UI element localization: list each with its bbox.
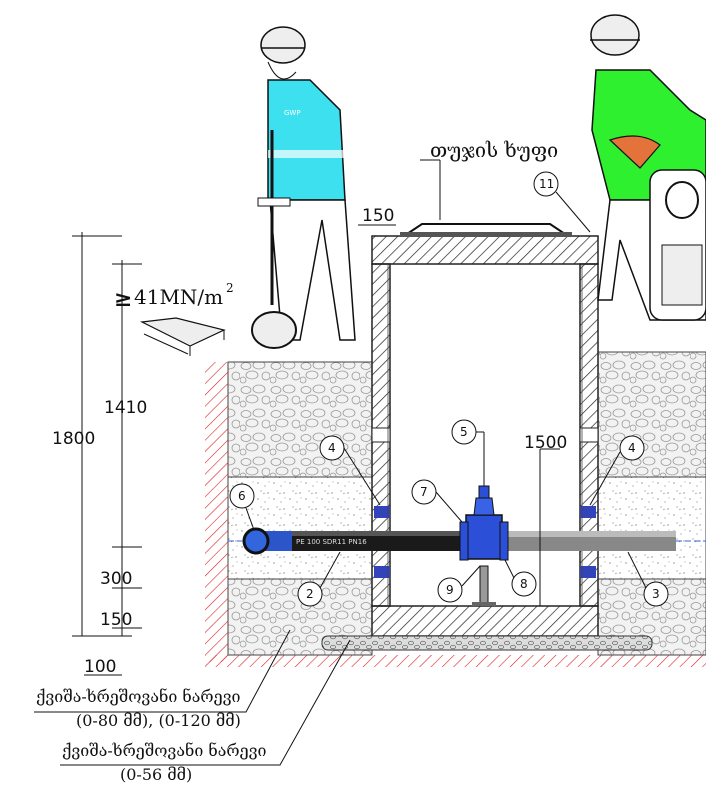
vest-right	[591, 69, 706, 201]
callout-4-left: 4	[328, 441, 336, 455]
material-1-grading: (0-80 მმ), (0-120 მმ)	[76, 711, 241, 730]
material-2-name: ქვიშა-ხრეშოვანი ნარევი	[62, 741, 267, 760]
soil-left	[227, 361, 373, 656]
svg-text:≥: ≥	[114, 286, 132, 312]
callout-7: 7	[420, 485, 428, 499]
callout-2: 2	[306, 587, 314, 601]
dim-100: 100	[84, 657, 116, 677]
pipe-end	[242, 527, 270, 555]
soil-right	[597, 351, 706, 656]
pipe-label: PE 100 SDR11 PN16	[296, 538, 367, 546]
vest-left	[267, 79, 346, 201]
material-2-grading: (0-56 მმ)	[120, 765, 192, 784]
ground-hatch	[205, 362, 706, 667]
callout-9: 9	[446, 583, 454, 597]
cover-title: თუჯის ხუფი	[430, 138, 558, 162]
cast-iron-cover	[400, 159, 572, 237]
hardhat-right	[590, 14, 640, 56]
callout-4-right: 4	[628, 441, 636, 455]
callouts: 11 4 4 5 6 7 2 3 8 9	[229, 171, 669, 607]
callout-8: 8	[520, 577, 528, 591]
compactor-plate	[251, 311, 297, 349]
dimension-lines	[72, 224, 560, 676]
chamber	[371, 235, 599, 637]
gwp-badge: GWP	[284, 109, 301, 117]
dim-150-top: 150	[362, 206, 394, 226]
callout-11: 11	[539, 177, 554, 191]
callout-3: 3	[652, 587, 660, 601]
seal-left-bot	[374, 566, 390, 578]
worker-right	[590, 14, 706, 321]
dim-1410: 1410	[104, 398, 147, 418]
pipe: PE 100 SDR11 PN16	[228, 527, 706, 555]
material-leaders	[34, 629, 351, 766]
gravel-base	[321, 635, 653, 651]
seal-right-bot	[580, 566, 596, 578]
dim-300: 300	[100, 569, 132, 589]
dim-1500: 1500	[524, 433, 567, 453]
worker-left: GWP	[139, 26, 356, 356]
dim-150-bot: 150	[100, 610, 132, 630]
callout-6: 6	[238, 489, 246, 503]
material-1-name: ქვიშა-ხრეშოვანი ნარევი	[36, 687, 241, 706]
seal-left-top	[374, 506, 390, 518]
measuring-device	[139, 317, 226, 347]
dim-1800: 1800	[52, 429, 95, 449]
svg-text:41MN/m: 41MN/m	[134, 285, 223, 309]
callout-5: 5	[460, 425, 468, 439]
gate-valve	[459, 485, 509, 607]
seal-right-top	[580, 506, 596, 518]
svg-text:2: 2	[226, 281, 234, 295]
pressure-label: ≥ 41MN/m 2	[114, 281, 234, 312]
hardhat-left	[260, 26, 306, 64]
